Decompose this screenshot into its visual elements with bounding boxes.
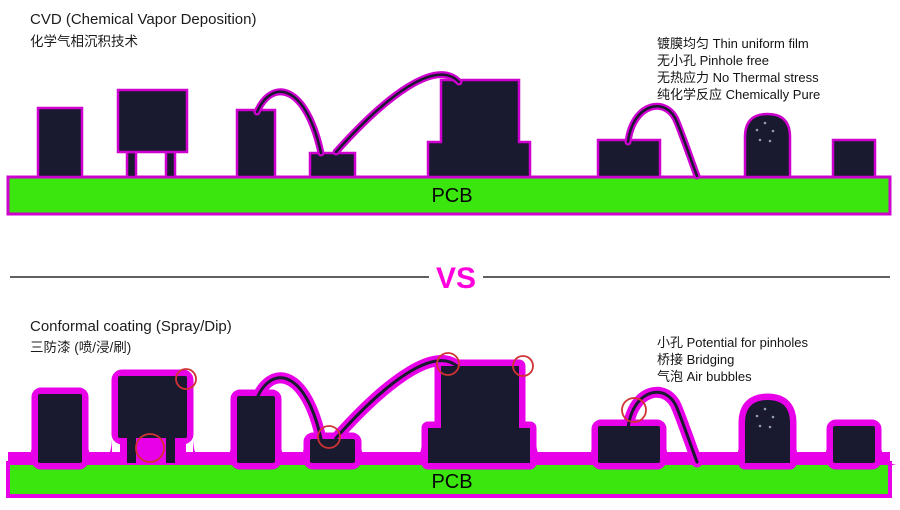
- coating-fillet: [193, 436, 209, 465]
- component-chip-body: [118, 376, 187, 438]
- component-large-stepped: [426, 78, 532, 179]
- coating-fillet: [288, 443, 304, 465]
- coating-fillet: [881, 443, 897, 465]
- dome-texture-dot: [763, 407, 767, 411]
- dome-texture-dot: [758, 424, 762, 428]
- coating-fillet: [811, 443, 827, 465]
- dome-texture-dot: [771, 129, 775, 133]
- component-rect-small-left: [36, 106, 84, 179]
- pcb-label-bottom: PCB: [431, 471, 472, 493]
- defect-circle-wire-junction: [317, 425, 341, 449]
- defect-circle-large-comp-left: [436, 352, 460, 376]
- conformal-defect-1: 小孔 Potential for pinholes: [657, 335, 809, 350]
- defect-circle-pinhole-chip-corner: [175, 368, 197, 390]
- component-flat: [308, 151, 357, 179]
- coating-fillet: [723, 443, 739, 465]
- pcb-board-top: [6, 175, 892, 216]
- cvd-feature-4: 纯化学反应 Chemically Pure: [657, 87, 820, 102]
- wire-loop-right-core: [626, 390, 699, 464]
- coating-fillet: [88, 443, 106, 465]
- pcb-label-top: PCB: [431, 185, 472, 207]
- dome-texture-dot: [755, 414, 759, 418]
- defect-circle-bridging: [135, 433, 165, 463]
- coating-fillet: [281, 443, 297, 465]
- chip-leg-right: [166, 438, 175, 463]
- dome-texture-dot: [768, 425, 772, 429]
- cvd-feature-3: 无热应力 No Thermal stress: [657, 70, 819, 85]
- chip-leg-right: [164, 150, 177, 179]
- cvd-feature-2: 无小孔 Pinhole free: [657, 53, 769, 68]
- vs-divider: VS: [10, 262, 890, 295]
- wire-loop-right-core: [626, 105, 699, 178]
- dome-texture-dot: [768, 139, 772, 143]
- component-low-wide: [598, 426, 660, 463]
- conformal-defect-3: 气泡 Air bubbles: [657, 369, 752, 384]
- coating-fillet: [666, 443, 682, 465]
- chip-leg-left: [125, 150, 138, 179]
- coating-fillet: [14, 443, 32, 465]
- dome-texture-dot: [758, 138, 762, 142]
- coating-fillet: [796, 443, 812, 465]
- component-rect-small-right: [831, 138, 877, 179]
- cvd-title-en: CVD (Chemical Vapor Deposition): [30, 11, 256, 28]
- component-tall: [237, 396, 275, 463]
- vs-label: VS: [436, 262, 476, 295]
- conformal-title-zh: 三防漆 (喷/浸/刷): [30, 340, 131, 355]
- defect-circle-large-comp-right: [512, 355, 534, 377]
- bond-wire-core: [334, 73, 461, 154]
- component-rect-small-right: [833, 426, 875, 463]
- dome-texture-dot: [763, 121, 767, 125]
- conformal-panel: Conformal coating (Spray/Dip) 三防漆 (喷/浸/刷…: [6, 318, 897, 498]
- defect-circle-air-bubble: [621, 397, 647, 423]
- coating-fillet: [576, 443, 592, 465]
- cvd-feature-1: 镀膜均匀 Thin uniform film: [657, 36, 809, 51]
- component-tall: [235, 108, 277, 179]
- component-low-wide: [596, 138, 662, 179]
- cvd-panel: CVD (Chemical Vapor Deposition) 化学气相沉积技术…: [6, 11, 892, 216]
- cvd-title-zh: 化学气相沉积技术: [30, 34, 138, 49]
- wire-loop-left-core: [255, 90, 323, 155]
- coating-fillet: [404, 440, 422, 465]
- component-dome: [743, 112, 792, 179]
- component-large-stepped: [428, 366, 530, 463]
- chip-leg-left: [127, 438, 136, 463]
- coating-fillet: [361, 443, 377, 465]
- wire-loop-left-core: [255, 376, 323, 441]
- component-chip-body: [116, 88, 189, 154]
- component-rect-small-left: [38, 394, 82, 463]
- conformal-defect-2: 桥接 Bridging: [657, 352, 734, 367]
- dome-texture-dot: [755, 128, 759, 132]
- coating-fillet: [215, 443, 231, 465]
- bond-wire-core: [334, 359, 461, 440]
- component-flat: [310, 439, 355, 463]
- component-dome: [745, 400, 790, 463]
- dome-texture-dot: [771, 415, 775, 419]
- coating-fillet: [536, 440, 554, 465]
- conformal-title-en: Conformal coating (Spray/Dip): [30, 318, 232, 335]
- coating-fillet: [96, 436, 112, 465]
